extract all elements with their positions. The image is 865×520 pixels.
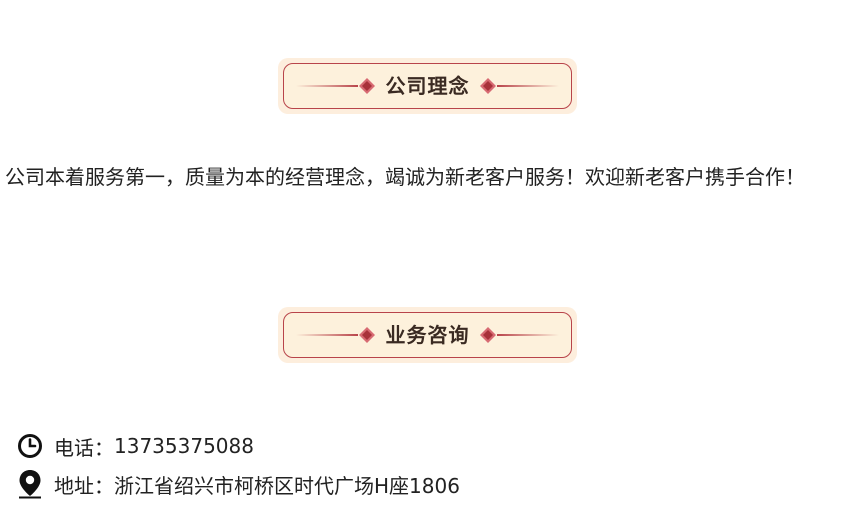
contact-phone-row: 电话： 13735375088 (16, 431, 254, 461)
clock-icon (16, 432, 44, 460)
decorative-line-right (497, 85, 559, 87)
address-label: 地址： (54, 473, 114, 498)
section-title-frame: 业务咨询 (283, 312, 572, 358)
diamond-icon (359, 327, 375, 343)
section-title-text: 业务咨询 (385, 323, 470, 347)
diamond-icon (480, 78, 496, 94)
phone-label: 电话： (54, 435, 114, 460)
section-title-text: 公司理念 (385, 74, 470, 98)
section-title-frame: 公司理念 (283, 63, 572, 109)
diamond-icon (480, 327, 496, 343)
address-text: 浙江省绍兴市柯桥区时代广场H座1806 (114, 473, 460, 498)
decorative-line-right (497, 334, 559, 336)
diamond-icon (359, 78, 375, 94)
phone-number[interactable]: 13735375088 (114, 434, 254, 458)
section-title-consult: 业务咨询 (278, 307, 577, 363)
decorative-line-left (296, 334, 358, 336)
decorative-line-left (296, 85, 358, 87)
map-pin-icon (16, 470, 44, 499)
philosophy-text: 公司本着服务第一，质量为本的经营理念，竭诚为新老客户服务！欢迎新老客户携手合作！ (5, 165, 805, 189)
section-title-philosophy: 公司理念 (278, 58, 577, 114)
contact-address-row: 地址： 浙江省绍兴市柯桥区时代广场H座1806 (16, 469, 460, 499)
